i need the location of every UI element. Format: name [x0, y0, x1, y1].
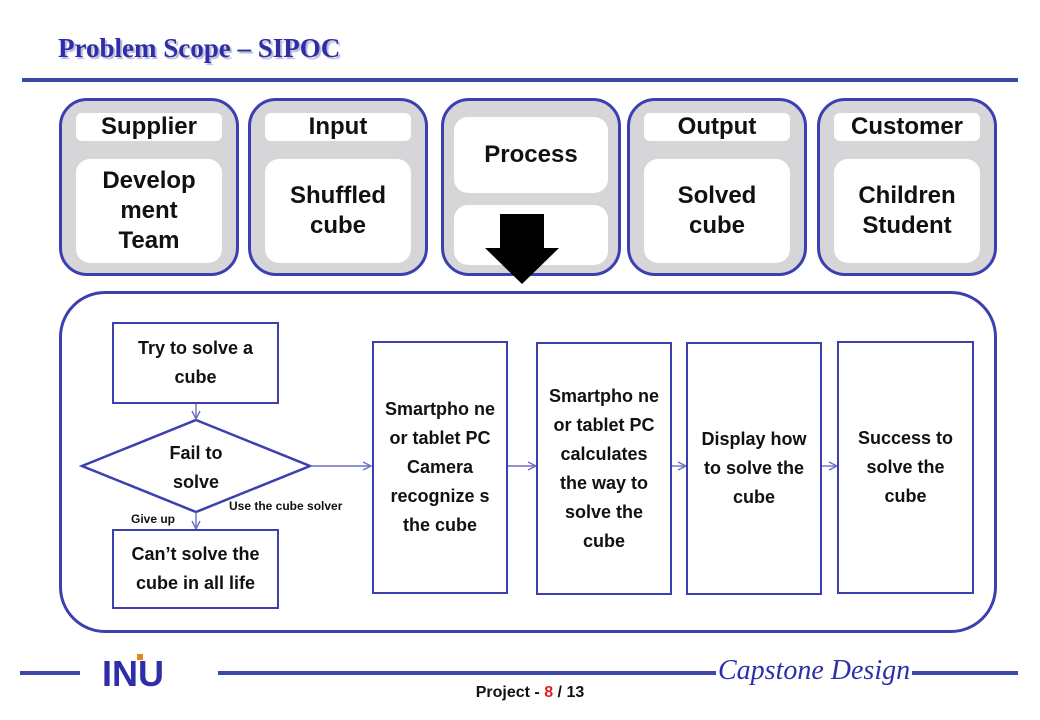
supplier-value-text: Develop ment Team — [102, 167, 196, 254]
customer-value-text: Children Student — [858, 182, 956, 239]
try-solve-text: Try to solve a cube — [137, 338, 254, 387]
capstone-design-brand: Capstone Design — [718, 655, 911, 686]
svg-text:INU: INU — [102, 653, 164, 694]
footer-rule-right — [912, 671, 1018, 675]
process-body — [454, 205, 608, 265]
cant-solve-text: Can’t solve the cube in all life — [131, 544, 260, 593]
cant-solve-box: Can’t solve the cube in all life — [112, 529, 279, 609]
display-box: Display how to solve the cube — [686, 342, 822, 595]
calculate-text: Smartpho ne or tablet PC calculates the … — [548, 385, 659, 551]
page-counter: Project - 8 / 13 — [430, 684, 630, 702]
input-value-text: Shuffled cube — [290, 182, 386, 239]
customer-heading: Customer — [834, 113, 980, 141]
output-heading: Output — [644, 113, 790, 141]
sipoc-input: Input Shuffled cube — [248, 98, 428, 276]
supplier-heading: Supplier — [76, 113, 222, 141]
input-value: Shuffled cube — [265, 159, 411, 263]
project-label: Project - — [475, 684, 545, 701]
page-current: 8 — [544, 684, 554, 701]
sipoc-customer: Customer Children Student — [817, 98, 997, 276]
display-text: Display how to solve the cube — [701, 429, 807, 507]
page-total: 13 — [566, 684, 585, 701]
footer-rule-middle — [218, 671, 716, 675]
calculate-box: Smartpho ne or tablet PC calculates the … — [536, 342, 672, 595]
input-heading: Input — [265, 113, 411, 141]
output-value-text: Solved cube — [677, 182, 757, 239]
output-value: Solved cube — [644, 159, 790, 263]
sipoc-process: Process — [441, 98, 621, 276]
use-solver-label: Use the cube solver — [229, 499, 343, 513]
customer-value: Children Student — [834, 159, 980, 263]
supplier-value: Develop ment Team — [76, 159, 222, 263]
fail-to-solve-text: Fail to solve — [169, 443, 223, 492]
camera-recognize-text: Smartpho ne or tablet PC Camera recogniz… — [384, 399, 495, 535]
camera-recognize-box: Smartpho ne or tablet PC Camera recogniz… — [372, 341, 508, 594]
footer-rule-left — [20, 671, 80, 675]
success-text: Success to solve the cube — [857, 428, 954, 506]
sipoc-supplier: Supplier Develop ment Team — [59, 98, 239, 276]
university-logo: INU — [102, 653, 164, 694]
fail-to-solve-label: Fail to solve — [146, 440, 246, 496]
page-separator: / — [553, 684, 567, 701]
give-up-label: Give up — [131, 512, 176, 526]
page-title: Problem Scope – SIPOC — [58, 33, 341, 63]
try-solve-box: Try to solve a cube — [112, 322, 279, 404]
title-divider — [22, 78, 1018, 82]
sipoc-output: Output Solved cube — [627, 98, 807, 276]
process-heading: Process — [454, 117, 608, 193]
success-box: Success to solve the cube — [837, 341, 974, 594]
